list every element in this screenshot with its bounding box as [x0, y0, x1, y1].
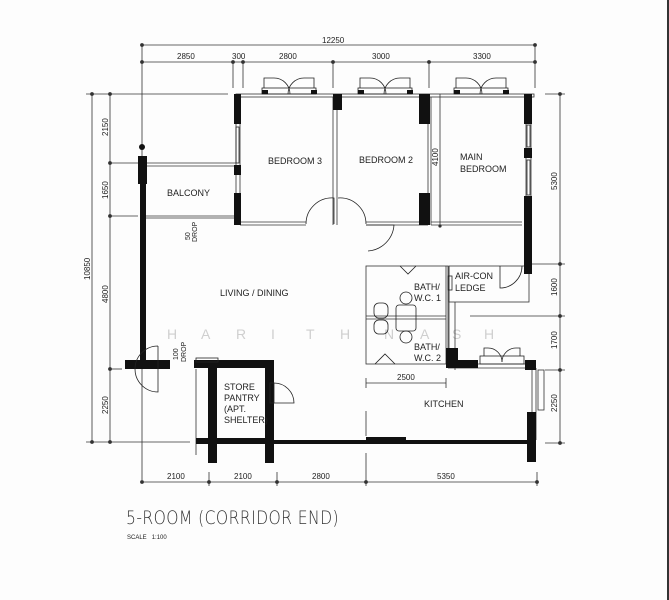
room-kitchen: KITCHEN	[424, 399, 464, 409]
scale-label: SCALE	[127, 535, 147, 541]
dim-left-1: 1650	[101, 181, 110, 199]
dim-left-2: 4800	[101, 285, 110, 303]
windows	[235, 77, 531, 365]
svg-text:S: S	[452, 326, 461, 342]
dim-top-2: 2800	[279, 52, 297, 61]
room-store-line2: PANTRY	[224, 393, 260, 403]
svg-text:T: T	[306, 326, 315, 342]
dim-bath-width: 2500	[397, 373, 415, 382]
drop-label-100: 100	[173, 348, 180, 360]
dim-right-0: 5300	[550, 172, 559, 190]
structural-walls	[125, 94, 536, 463]
svg-text:H: H	[340, 326, 350, 342]
dim-bottom-2: 2800	[312, 472, 330, 481]
watermark: H A R I T H N A S H	[167, 326, 494, 342]
room-bath-2-line1: BATH/	[414, 342, 440, 352]
dim-bedroom2-height: 4100	[431, 148, 440, 166]
plan-scale: SCALE 1:100	[127, 535, 167, 541]
room-bedroom-2: BEDROOM 2	[359, 155, 413, 165]
dim-top-3: 3000	[372, 52, 390, 61]
svg-text:A: A	[420, 326, 430, 342]
room-bedroom-3: BEDROOM 3	[268, 156, 322, 166]
svg-text:I: I	[271, 326, 275, 342]
drop-label-50: 50	[185, 232, 192, 240]
svg-text:R: R	[236, 326, 246, 342]
dim-left-0: 2150	[101, 118, 110, 136]
room-main-bedroom-line1: MAIN	[460, 152, 483, 162]
room-store-line4: SHELTER)	[224, 415, 268, 425]
room-bath-2-line2: W.C. 2	[414, 353, 441, 363]
room-main-bedroom-line2: BEDROOM	[460, 164, 507, 174]
room-aircon-ledge-line1: AIR-CON	[455, 271, 493, 281]
dim-right-1: 1600	[550, 278, 559, 296]
room-bath-1-line1: BATH/	[414, 282, 440, 292]
dimension-top	[140, 43, 537, 480]
room-aircon-ledge-line2: LEDGE	[455, 283, 486, 293]
dim-left-total: 10850	[83, 257, 92, 280]
dim-right-3: 2250	[550, 394, 559, 412]
dim-left-3: 2250	[101, 396, 110, 414]
window-edge	[667, 0, 669, 600]
dim-top-total: 12250	[322, 36, 345, 45]
plan-title: 5-ROOM (CORRIDOR END)	[126, 507, 339, 529]
room-living-dining: LIVING / DINING	[220, 288, 289, 298]
dimension-bottom	[140, 453, 539, 486]
room-balcony: BALCONY	[167, 188, 210, 198]
dimension-right	[470, 92, 565, 445]
dim-top-1: 300	[232, 52, 246, 61]
dimension-left	[86, 92, 228, 444]
svg-text:H: H	[167, 326, 177, 342]
dim-bottom-0: 2100	[167, 472, 185, 481]
room-store-line3: (APT.	[224, 404, 246, 414]
bath-fixtures	[373, 265, 453, 365]
doors	[134, 197, 523, 404]
room-bath-1-line2: W.C. 1	[414, 293, 441, 303]
scale-value: 1:100	[151, 535, 167, 541]
svg-text:N: N	[384, 326, 394, 342]
svg-text:H: H	[484, 326, 494, 342]
dim-right-2: 1700	[550, 331, 559, 349]
dim-bottom-1: 2100	[234, 472, 252, 481]
drop-label-drop2: DROP	[181, 341, 188, 362]
dim-top-4: 3300	[473, 52, 491, 61]
dim-bottom-3: 5350	[437, 472, 455, 481]
drop-label-drop1: DROP	[192, 221, 199, 242]
svg-text:A: A	[201, 326, 211, 342]
dim-top-0: 2850	[177, 52, 195, 61]
room-store-line1: STORE	[224, 382, 255, 392]
